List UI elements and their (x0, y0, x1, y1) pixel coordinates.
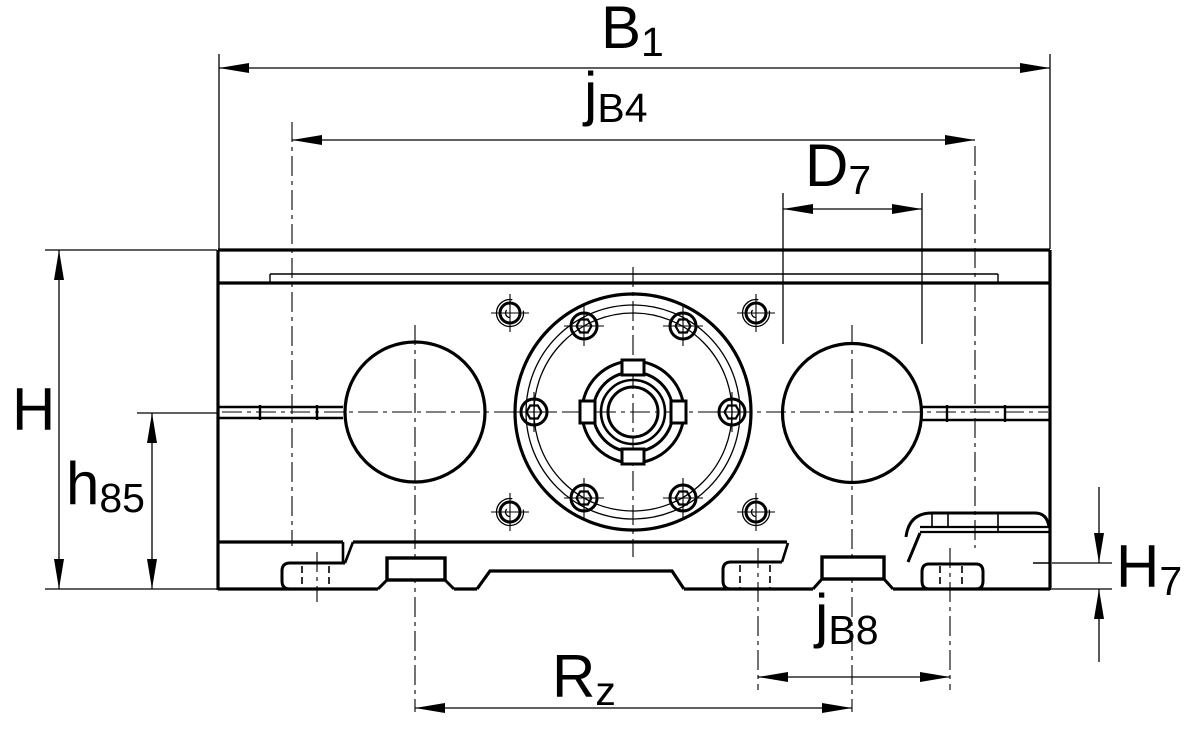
foot-right-tab (820, 555, 886, 581)
dim-h (45, 249, 232, 590)
dim-label-h7-sub: 7 (1159, 558, 1183, 604)
arrow-right-icon (945, 135, 975, 145)
mid-slot-right (921, 405, 1050, 422)
arrow-right-icon (892, 204, 922, 214)
dim-label-h: H (12, 380, 55, 440)
arrow-left-icon (415, 703, 445, 713)
dim-label-h-main: H (12, 376, 56, 443)
foot-left-notch (341, 541, 355, 564)
hub-slot-left (578, 399, 597, 425)
dim-label-d7-sub: 7 (848, 157, 872, 203)
flange-bolt (663, 478, 703, 518)
dim-rz (415, 703, 852, 713)
dim-label-b1-sub: 1 (641, 19, 664, 65)
foot-right-pocket-b-ticks (739, 565, 771, 588)
dim-label-d7-main: D (805, 132, 849, 199)
hub-bore (606, 385, 660, 439)
foot-right-pocket-b-chamfer (780, 542, 790, 563)
dim-label-jb8-main: j (815, 582, 829, 649)
corner-cap-diagonal (906, 532, 922, 563)
dim-label-h85-sub: 85 (99, 475, 145, 521)
foot-left-pocket (280, 561, 345, 591)
flange-bolt (712, 392, 752, 432)
dim-jb8 (758, 672, 950, 682)
dim-label-rz-main: R (552, 643, 596, 710)
tapped-holes (491, 294, 775, 531)
dim-label-jb8-sub: B8 (828, 607, 879, 653)
foot-left-pocket-ticks (301, 566, 330, 587)
corner-cap-top (904, 511, 1051, 538)
arrow-left-icon (292, 135, 322, 145)
dim-label-jb4-main: j (584, 60, 598, 127)
dim-label-h85-main: h (66, 450, 100, 517)
dim-b1 (218, 54, 1051, 249)
arrow-left-icon (219, 63, 249, 73)
arrow-right-icon (822, 703, 852, 713)
tapped-hole (737, 294, 775, 332)
left-bore-circle (343, 340, 487, 484)
arrow-down-icon (1094, 533, 1104, 563)
hub-slot-top (620, 358, 646, 377)
arrow-left-icon (783, 204, 813, 214)
dim-label-rz-sub: z (595, 668, 616, 714)
arrow-left-icon (758, 672, 788, 682)
flange-bolt (663, 306, 703, 346)
top-slot (269, 273, 999, 283)
dim-label-h7-main: H (1116, 533, 1160, 600)
arrow-down-icon (54, 559, 64, 589)
corner-cap-ticks (931, 513, 999, 532)
tapped-hole (491, 294, 529, 332)
corner-cap-lines (920, 525, 1049, 534)
mid-slot-left (218, 405, 343, 420)
dim-d7 (782, 193, 923, 344)
dim-jb4 (292, 135, 975, 145)
arrow-right-icon (920, 672, 950, 682)
foot-right-pocket-c (920, 562, 985, 591)
dim-h85 (137, 412, 217, 589)
hub (578, 358, 688, 466)
foot-right (721, 511, 1051, 591)
bottom-center-recess (475, 569, 686, 590)
foot-left-tab (385, 556, 447, 582)
arrow-up-icon (54, 250, 64, 280)
flange-bolt (564, 306, 604, 346)
foot-right-pocket-b (721, 560, 782, 591)
hub-slot-right (669, 399, 688, 425)
right-bore-circle (780, 341, 924, 485)
corner-cap (904, 511, 1051, 564)
dim-label-b1-main: B (601, 0, 642, 61)
flange-bolt (514, 392, 554, 432)
arrow-right-icon (1020, 63, 1050, 73)
arrow-up-icon (1094, 589, 1104, 619)
foot-left (280, 541, 456, 591)
foot-right-pocket-c-ticks (939, 566, 963, 588)
hub-slot-bottom (620, 447, 646, 466)
centerlines (222, 122, 1048, 712)
dim-h7 (1052, 487, 1112, 662)
arrow-up-icon (147, 413, 157, 443)
flange-bolts (514, 306, 752, 518)
arrow-down-icon (147, 559, 157, 589)
tapped-hole (491, 493, 529, 531)
dim-label-jb4-sub: B4 (597, 85, 648, 131)
flange-bolt (564, 478, 604, 518)
tapped-hole (737, 493, 775, 531)
